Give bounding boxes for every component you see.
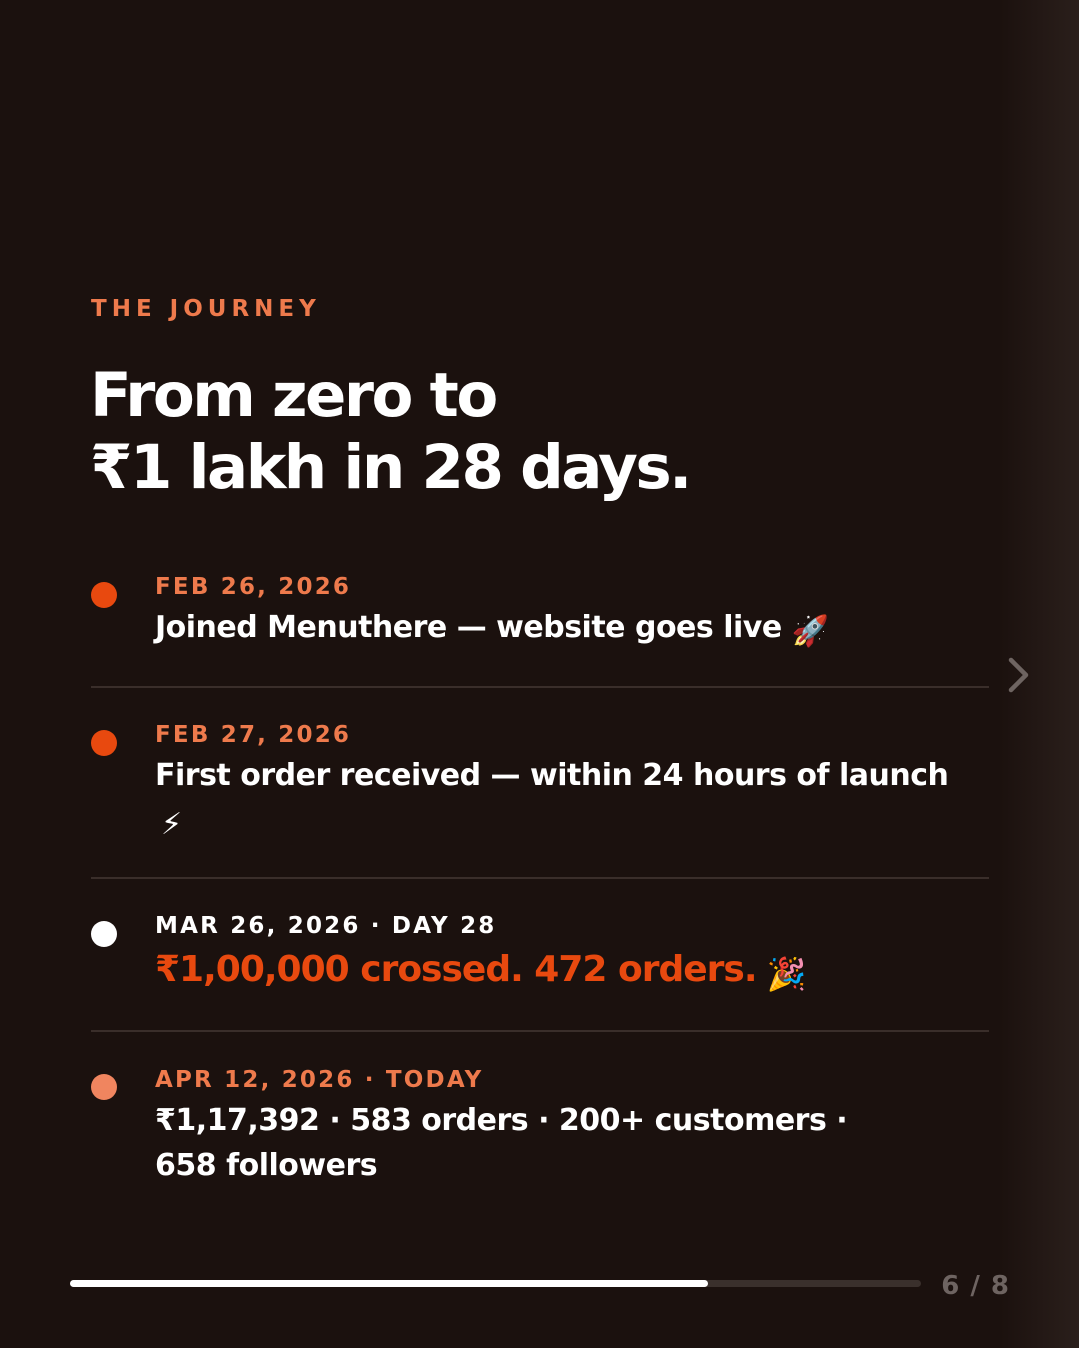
page-title: From zero to ₹1 lakh in 28 days. (90, 360, 692, 504)
section-eyebrow: THE JOURNEY (91, 296, 321, 322)
headline-line-2: ₹1 lakh in 28 days. (90, 432, 692, 503)
timeline-divider (91, 686, 989, 688)
page-indicator: 6 / 8 (941, 1271, 1010, 1301)
timeline-dot (91, 730, 117, 756)
timeline-divider (91, 877, 989, 879)
story-progress-bar (70, 1280, 921, 1287)
timeline-dot (91, 1074, 117, 1100)
timeline-text-label: First order received — within 24 hours o… (155, 758, 949, 793)
headline-line-1: From zero to (90, 360, 498, 431)
timeline-divider (91, 1030, 989, 1032)
timeline-text-label: Joined Menuthere — website goes live (155, 610, 782, 645)
timeline-entry-first-order: FEB 27, 2026 First order received — with… (91, 688, 989, 877)
story-progress-fill (70, 1280, 709, 1287)
timeline-entry-milestone: MAR 26, 2026 · DAY 28 ₹1,00,000 crossed.… (91, 879, 989, 1030)
timeline-entry-launch: FEB 26, 2026 Joined Menuthere — website … (91, 568, 989, 686)
rocket-icon: 🚀 (791, 614, 829, 649)
timeline-dot (91, 921, 117, 947)
timeline-entry-today: APR 12, 2026 · TODAY ₹1,17,392 · 583 ord… (91, 1032, 989, 1212)
timeline-text-label: ₹1,00,000 crossed. 472 orders. (155, 949, 758, 990)
timeline-dot (91, 582, 117, 608)
timeline-date: APR 12, 2026 · TODAY (155, 1067, 484, 1093)
timeline-text: Joined Menuthere — website goes live 🚀 (155, 605, 989, 654)
timeline-text: ₹1,17,392 · 583 orders · 200+ customers … (155, 1103, 848, 1183)
timeline-date: MAR 26, 2026 · DAY 28 (155, 913, 497, 939)
timeline-date: FEB 27, 2026 (155, 722, 352, 748)
timeline-text: ₹1,00,000 crossed. 472 orders.🎉 (155, 946, 989, 998)
party-popper-icon: 🎉 (766, 955, 807, 993)
timeline-date: FEB 26, 2026 (155, 574, 352, 600)
lightning-icon: ⚡ (161, 807, 182, 842)
timeline-text: First order received — within 24 hours o… (155, 753, 975, 847)
chevron-right-icon[interactable] (1002, 655, 1034, 695)
journey-timeline: FEB 26, 2026 Joined Menuthere — website … (91, 568, 989, 1212)
